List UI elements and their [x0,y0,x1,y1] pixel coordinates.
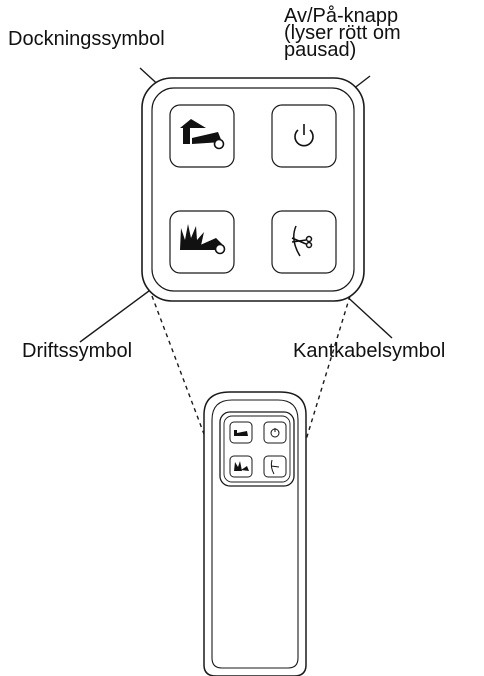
power-icon [294,124,314,147]
docking-button-small[interactable] [229,421,253,444]
edge-cable-button[interactable] [271,210,337,274]
drive-button-small[interactable] [229,455,253,478]
zoom-line-right [297,295,351,467]
grass-mower-icon [180,224,226,255]
remote-control [203,391,307,676]
label-power-button: Av/På-knapp (lyser rött om pausad) [284,5,401,61]
zoom-line-left [151,295,217,467]
label-edge-cable-symbol: Kantkabelsymbol [293,340,446,362]
scissors-cable-icon [270,459,275,475]
label-docking-symbol: Dockningssymbol [8,28,165,50]
power-button[interactable] [271,104,337,168]
edge-cable-button-small[interactable] [263,455,287,478]
scissors-cable-icon [291,225,313,257]
drive-button[interactable] [169,210,235,274]
grass-mower-icon [234,461,242,471]
zoom-lines [151,295,351,467]
docking-button[interactable] [169,104,235,168]
button-panel-zoomed [141,77,365,302]
button-panel-small [219,411,295,487]
docking-house-icon [180,119,225,150]
label-drive-symbol: Driftssymbol [22,340,133,362]
power-button-small[interactable] [263,421,287,444]
docking-house-icon [234,430,237,436]
